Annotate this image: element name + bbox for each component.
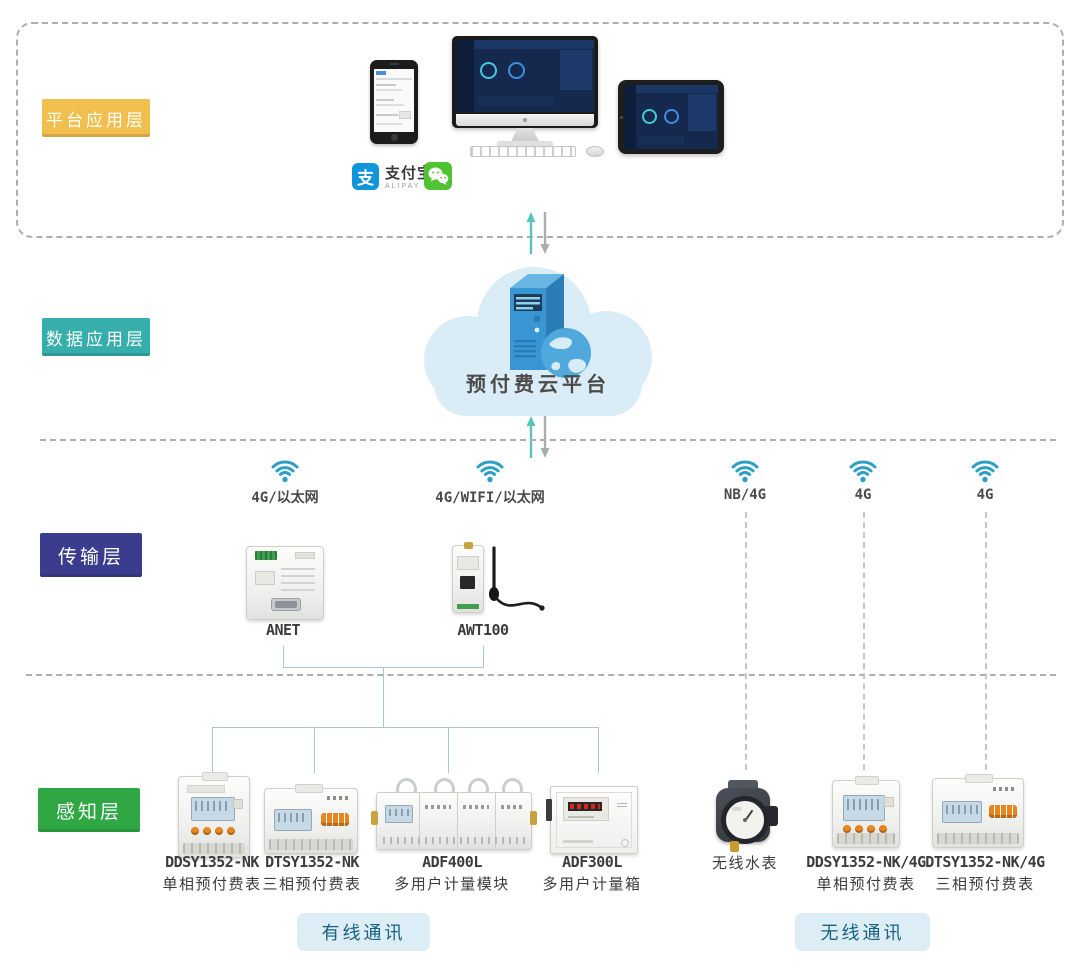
device-type: 三相预付费表 [262, 876, 362, 893]
anet-gateway-image [246, 546, 324, 620]
network-label-4g-a: 4G [854, 487, 872, 503]
device-model: DDSY1352-NK/4G [806, 853, 926, 871]
up-arrow-icon [526, 416, 536, 426]
keyboard-image [470, 146, 576, 157]
network-label-nb4g: NB/4G [723, 487, 767, 503]
down-arrow-icon [540, 448, 550, 458]
alipay-icon: 支 [352, 163, 379, 190]
connector-line [598, 727, 599, 773]
device-model: DTSY1352-NK [265, 853, 359, 871]
alipay-name: 支付宝 [385, 165, 434, 182]
separator-data-transport [40, 439, 1056, 441]
cloud-platform-label: 预付费云平台 [466, 374, 610, 396]
wireless-link-line [745, 512, 747, 770]
water-meter-image [714, 780, 778, 852]
connector-line [483, 646, 484, 667]
transport-layer-chip: 传输层 [40, 533, 142, 577]
down-arrow-icon [540, 244, 550, 254]
network-label-4g-b: 4G [976, 487, 994, 503]
wireless-comm-badge: 无线通讯 [795, 913, 930, 951]
device-model: ADF400L [422, 853, 482, 871]
mouse-image [586, 146, 604, 157]
wechat-icon [424, 162, 452, 190]
adf300l-box-image [546, 786, 638, 854]
wifi-icon [476, 460, 504, 483]
wifi-icon [271, 460, 299, 483]
connector-line [314, 727, 315, 773]
device-label-dtsy: DTSY1352-NK 三相预付费表 [237, 852, 387, 896]
connector-bus [212, 727, 599, 728]
up-down-arrows-top [526, 212, 550, 254]
alipay-wordmark: 支付宝 ALIPAY [385, 162, 433, 190]
anet-label: ANET [265, 620, 301, 641]
platform-layer-boundary [16, 22, 1064, 238]
network-label-ethernet: 4G/以太网 [251, 490, 319, 506]
separator-transport-sensing [26, 674, 1056, 676]
wired-comm-badge: 有线通讯 [297, 913, 430, 951]
device-type: 多用户计量模块 [394, 876, 510, 893]
ddsy-4g-meter-image [832, 776, 900, 848]
smartphone-image [370, 60, 418, 144]
device-label-ddsy: DDSY1352-NK 单相预付费表 [137, 852, 287, 896]
device-model: ADF300L [562, 853, 622, 871]
data-layer-chip: 数据应用层 [42, 318, 150, 356]
awt100-label: AWT100 [457, 620, 509, 641]
device-type: 三相预付费表 [935, 876, 1035, 893]
dtsy-meter-image [264, 784, 358, 854]
cloud-icon [424, 267, 652, 416]
device-label-adf400l: ADF400L 多用户计量模块 [372, 852, 532, 896]
device-label-adf300l: ADF300L 多用户计量箱 [512, 852, 672, 896]
ddsy-meter-image [178, 772, 250, 858]
device-type: 无线水表 [711, 855, 778, 872]
gateway-name: ANET [265, 621, 301, 639]
connector-line [383, 667, 384, 727]
up-down-arrows-middle [526, 416, 550, 458]
device-label-ddsy-4g: DDSY1352-NK/4G 单相预付费表 [786, 852, 946, 896]
alipay-sub: ALIPAY [385, 183, 421, 190]
device-type: 单相预付费表 [162, 876, 262, 893]
device-model: DDSY1352-NK [165, 853, 259, 871]
up-arrow-icon [526, 212, 536, 222]
globe-icon [541, 328, 591, 378]
device-label-water-meter: 无线水表 [685, 852, 805, 875]
dtsy-4g-meter-image [932, 774, 1024, 848]
connector-line [212, 727, 213, 773]
connector-line [448, 727, 449, 773]
antenna-icon [489, 546, 545, 611]
device-type: 多用户计量箱 [542, 876, 642, 893]
adf400l-module-image [371, 778, 537, 852]
wireless-link-line [863, 512, 865, 770]
platform-layer-chip: 平台应用层 [42, 99, 150, 137]
network-label-wifi-ethernet: 4G/WIFI/以太网 [435, 490, 545, 506]
wifi-icon [849, 460, 877, 483]
connector-line [283, 646, 284, 667]
wireless-link-line [985, 512, 987, 770]
wifi-icon [971, 460, 999, 483]
device-type: 单相预付费表 [816, 876, 916, 893]
tablet-image [618, 80, 724, 154]
device-label-dtsy-4g: DTSY1352-NK/4G 三相预付费表 [905, 852, 1065, 896]
sensing-layer-chip: 感知层 [38, 788, 140, 832]
gateway-name: AWT100 [457, 621, 509, 639]
device-model: DTSY1352-NK/4G [925, 853, 1045, 871]
wifi-icon [731, 460, 759, 483]
